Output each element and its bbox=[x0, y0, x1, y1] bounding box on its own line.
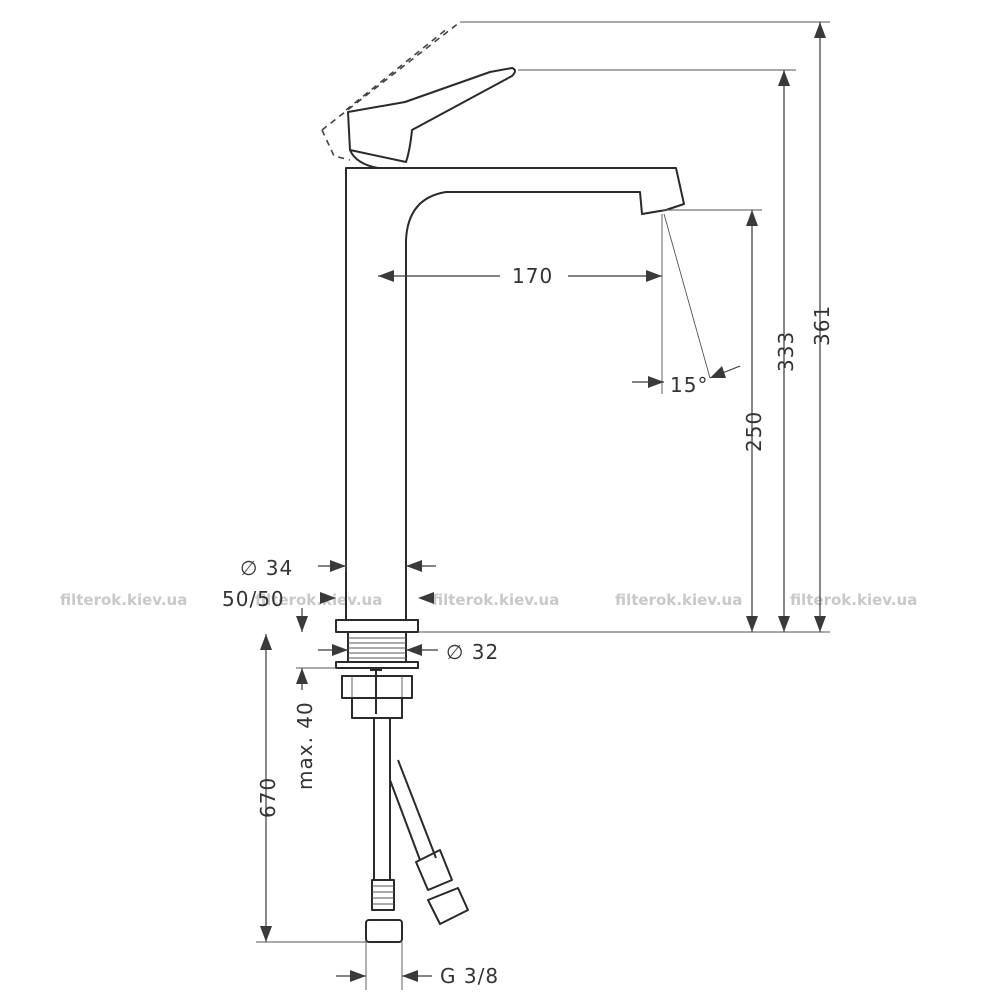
base-ring bbox=[335, 619, 419, 633]
supply-hoses bbox=[365, 718, 469, 943]
hose-fitting-right bbox=[415, 849, 453, 891]
lever-open-position bbox=[321, 21, 461, 161]
faucet-body bbox=[335, 67, 685, 633]
dim-spout-height: 333 bbox=[774, 331, 798, 372]
hose-nut-left bbox=[365, 919, 403, 943]
dim-body-diameter: ∅ 34 bbox=[240, 556, 293, 580]
dim-hose-length: 670 bbox=[256, 777, 280, 818]
hose-fitting-left bbox=[371, 879, 395, 911]
watermarks: filterok.kiev.ua filterok.kiev.ua filter… bbox=[60, 591, 917, 609]
dim-total-height: 361 bbox=[810, 305, 834, 346]
spout bbox=[345, 167, 685, 621]
hose-nut-right bbox=[427, 887, 469, 925]
watermark-4: filterok.kiev.ua bbox=[615, 591, 742, 609]
lever-handle bbox=[347, 67, 516, 163]
mounting-assembly bbox=[335, 631, 419, 719]
watermark-1: filterok.kiev.ua bbox=[60, 591, 187, 609]
watermark-3: filterok.kiev.ua bbox=[432, 591, 559, 609]
dimension-labels: 170 15° 250 333 361 ∅ 34 50/50 ∅ 32 max.… bbox=[222, 264, 834, 988]
dim-mounting-size: 50/50 bbox=[222, 587, 285, 611]
dim-spout-reach: 170 bbox=[512, 264, 553, 288]
dim-outlet-height: 250 bbox=[742, 411, 766, 452]
dim-max-counter-thickness: max. 40 bbox=[293, 701, 317, 790]
watermark-5: filterok.kiev.ua bbox=[790, 591, 917, 609]
dim-spray-angle: 15° bbox=[670, 373, 708, 397]
dimension-lines bbox=[256, 21, 830, 990]
dim-connection-thread: G 3/8 bbox=[440, 964, 499, 988]
watermark-2: filterok.kiev.ua bbox=[255, 591, 382, 609]
dim-thread-diameter: ∅ 32 bbox=[446, 640, 499, 664]
